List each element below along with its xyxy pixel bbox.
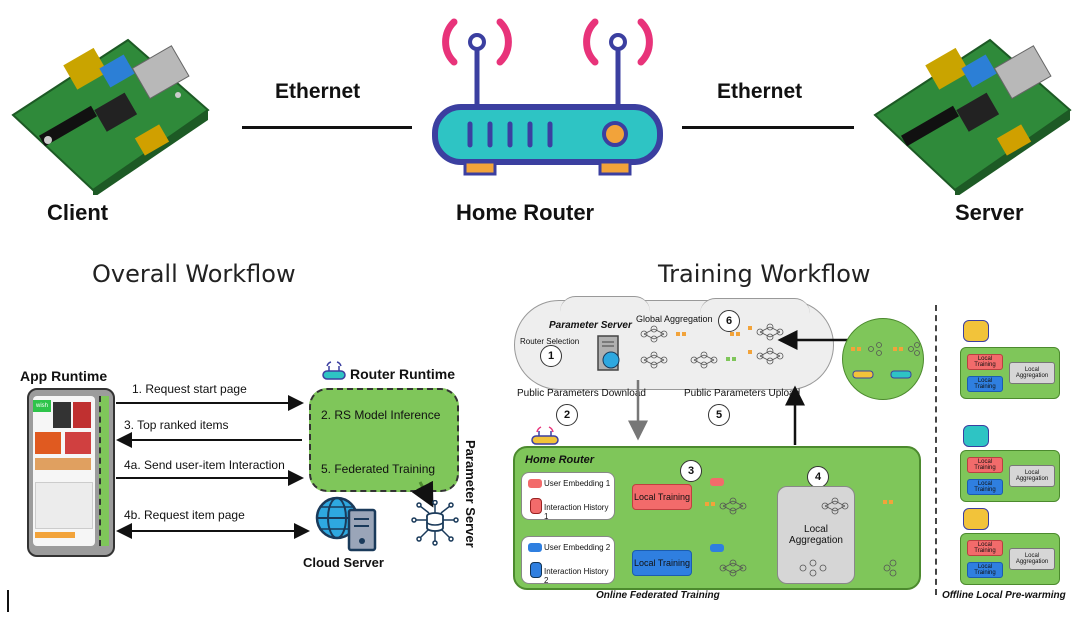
home-router-panel: Home Router User Embedding 1 Interaction… [513, 446, 921, 590]
phone-screen: wish [33, 396, 95, 546]
offline-card-1: Local Training Local Training Local Aggr… [960, 347, 1060, 399]
home-router-label: Home Router [456, 200, 595, 225]
user-embedding-2: User Embedding 2 [544, 543, 611, 552]
app-logo: wish [33, 400, 51, 412]
online-federated-caption: Online Federated Training [596, 590, 720, 601]
ethernet-left-label: Ethernet [275, 80, 361, 103]
federated-training: 5. Federated Training [321, 462, 436, 476]
interaction-history-1: Interaction History 1 [544, 503, 609, 521]
offline-router-icon-3 [963, 508, 989, 530]
offline-card-3: Local Training Local Training Local Aggr… [960, 533, 1060, 585]
cloud-model-glyphs [640, 323, 784, 369]
offline-card-1-aggregation: Local Aggregation [1009, 362, 1055, 384]
phone-scrollbar[interactable] [99, 396, 109, 546]
offline-card-3-aggregation: Local Aggregation [1009, 548, 1055, 570]
router-runtime-label: Router Runtime [350, 366, 455, 382]
parameter-server-title: Parameter Server [549, 320, 632, 331]
database-network-icon [410, 499, 460, 546]
server-board-image [870, 20, 1075, 198]
product-row [35, 458, 91, 470]
local-aggregation-box: Local Aggregation [777, 486, 855, 584]
step-circle-4: 4 [807, 466, 829, 488]
rs-model-inference: 2. RS Model Inference [321, 408, 441, 422]
product-image-chair [35, 482, 93, 529]
database-icon-1 [530, 498, 542, 514]
product-price-row [35, 532, 75, 538]
product-thumb-4 [65, 432, 91, 454]
local-training-1: Local Training [632, 484, 692, 510]
step-circle-3: 3 [680, 460, 702, 482]
client-label: Client [47, 200, 109, 225]
client-board-image [8, 20, 213, 198]
product-thumb-2 [73, 402, 91, 428]
global-aggregation-label: Global Aggregation [636, 314, 713, 324]
user-data-pill-2: User Embedding 2 Interaction History 2 [521, 536, 615, 585]
text-cursor [7, 590, 9, 612]
router-cluster-circle [842, 318, 924, 400]
step-circle-6: 6 [718, 310, 740, 332]
local-training-2: Local Training [632, 550, 692, 576]
embed-marker-red [710, 478, 724, 486]
cloud-server-icon [313, 494, 381, 554]
offline-card-3-local-training-red: Local Training [967, 540, 1003, 556]
offline-card-3-local-training-blue: Local Training [967, 562, 1003, 578]
offline-router-icon-2 [963, 425, 989, 447]
cloud-server-label: Cloud Server [303, 555, 384, 570]
ethernet-right-label: Ethernet [717, 80, 803, 103]
step-1-label: 1. Request start page [132, 382, 247, 396]
offline-prewarming-caption: Offline Local Pre-warming [942, 590, 1066, 601]
app-runtime-label: App Runtime [20, 368, 108, 384]
embed-marker-blue [710, 544, 724, 552]
cloud-bump-1 [560, 296, 650, 327]
offline-card-2-aggregation: Local Aggregation [1009, 465, 1055, 487]
offline-separator [935, 305, 937, 595]
server-label: Server [955, 200, 1024, 225]
offline-card-1-local-training-red: Local Training [967, 354, 1003, 370]
step-3-label: 3. Top ranked items [124, 418, 229, 432]
step-circle-5: 5 [708, 404, 730, 426]
local-aggregation-label: Local Aggregation [789, 524, 843, 546]
database-icon-2 [530, 562, 542, 578]
step-circle-2: 2 [556, 404, 578, 426]
phone-frame: wish [27, 388, 115, 557]
router-runtime-box: 2. RS Model Inference 5. Federated Train… [309, 388, 459, 492]
offline-card-2-local-training-blue: Local Training [967, 479, 1003, 495]
training-workflow-title: Training Workflow [658, 260, 871, 288]
offline-card-1-local-training-blue: Local Training [967, 376, 1003, 392]
product-thumb-3 [35, 432, 61, 454]
user-embedding-1: User Embedding 1 [544, 479, 611, 488]
offline-router-icon-1 [963, 320, 989, 342]
router-runtime-icon [321, 360, 347, 382]
step-4b-label: 4b. Request item page [124, 508, 245, 522]
user-data-pill-1: User Embedding 1 Interaction History 1 [521, 472, 615, 521]
server-tower-icon [594, 334, 624, 372]
step-4a-label: 4a. Send user-item Interaction [124, 458, 285, 472]
router-selection-label: Router Selection [520, 337, 580, 346]
ethernet-left-line [242, 126, 412, 129]
home-router-icon [420, 2, 675, 197]
home-router-small-icon [530, 425, 560, 447]
embedding-icon-1 [528, 479, 542, 488]
offline-card-2-local-training-red: Local Training [967, 457, 1003, 473]
overall-workflow-title: Overall Workflow [92, 260, 296, 288]
offline-card-2: Local Training Local Training Local Aggr… [960, 450, 1060, 502]
home-router-model-glyphs [655, 458, 897, 577]
home-router-title: Home Router [525, 454, 595, 466]
ethernet-right-line [682, 126, 854, 129]
product-thumb-1 [53, 402, 71, 428]
public-download-label: Public Parameters Download [517, 388, 646, 399]
embedding-icon-2 [528, 543, 542, 552]
public-upload-label: Public Parameters Upload [684, 388, 801, 399]
interaction-history-2: Interaction History 2 [544, 567, 609, 585]
step-circle-1: 1 [540, 345, 562, 367]
